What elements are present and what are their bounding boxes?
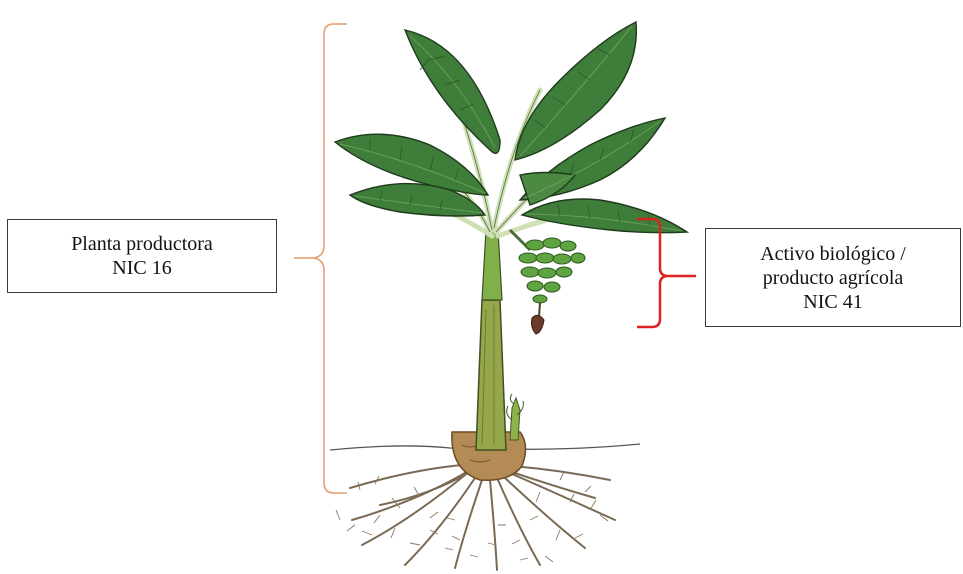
pseudostem (476, 300, 506, 450)
agricultural-product-title: producto agrícola (706, 266, 960, 290)
upper-stem (482, 230, 502, 300)
biological-asset-title: Activo biológico / (706, 242, 960, 266)
biological-asset-label-box: Activo biológico / producto agrícola NIC… (705, 228, 961, 327)
illustration-panel (322, 8, 702, 574)
bearer-plant-title: Planta productora (8, 232, 276, 256)
biological-asset-standard: NIC 41 (706, 290, 960, 314)
bearer-plant-label-box: Planta productora NIC 16 (7, 219, 277, 293)
bearer-plant-standard: NIC 16 (8, 256, 276, 280)
